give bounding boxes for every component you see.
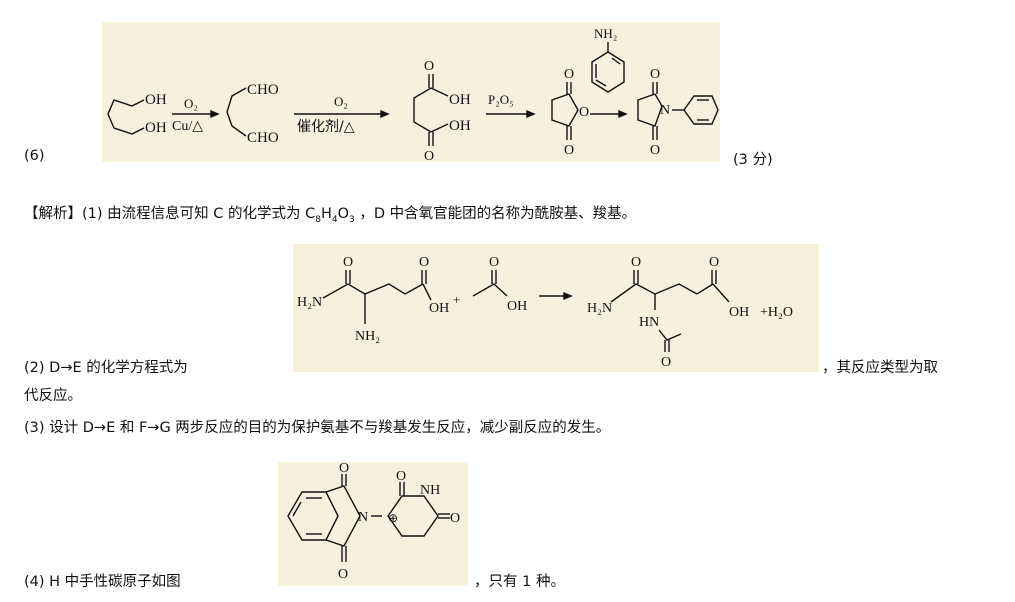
acid-oh-1: OH xyxy=(449,92,471,108)
eq-plus-1: + xyxy=(453,292,460,307)
eq-l-o2: O xyxy=(419,255,429,270)
analysis-line-3: (3) 设计 D→E 和 F→G 两步反应的目的为保护氨基不与羧基发生反应，减少… xyxy=(24,420,611,436)
eq-r-o1: O xyxy=(631,255,641,270)
imide-ring xyxy=(637,93,663,127)
dialdehyde-skeleton xyxy=(226,87,247,137)
eq-l-chain2 xyxy=(364,283,424,295)
aniline-ring xyxy=(591,51,625,93)
arrow-4-head xyxy=(618,109,628,119)
anhydride-o-bottom: O xyxy=(564,143,574,158)
imide-n: N xyxy=(660,103,670,118)
h-piperidine-ring xyxy=(387,495,439,537)
h-benzo-ring xyxy=(287,491,339,541)
eq-r-hn: HN xyxy=(639,315,659,330)
h-chiral-mark: ⊕ xyxy=(388,511,398,525)
arrow-1-head xyxy=(210,109,220,119)
arrow-3-above: P₂O₅ xyxy=(488,92,514,107)
d-to-e-equation: O H₂N O OH NH₂ + O OH O H₂N O OH +H₂O HN… xyxy=(297,255,793,370)
diol-skeleton xyxy=(107,99,145,135)
anhydride-ring xyxy=(551,93,579,127)
eq-l-oh: OH xyxy=(429,301,449,316)
h-imide-ring xyxy=(325,485,361,547)
acid-o-top: O xyxy=(424,59,434,74)
analysis-2-cont: 代反应。 xyxy=(24,388,82,404)
eq-l-h2n: H₂N xyxy=(297,295,322,310)
synthesis-scheme-panel: OH OH O₂ Cu/△ CHO CHO O₂ 催化剂/△ O OH OH O… xyxy=(102,22,720,164)
arrow-2-head xyxy=(380,109,390,119)
analysis-1-suffix: ，D 中含氧官能团的名称为酰胺基、羧基。 xyxy=(359,206,637,222)
h-o-ring-top: O xyxy=(396,469,406,484)
analysis-1-prefix: 【解析】(1) 由流程信息可知 C 的化学式为 xyxy=(24,206,301,222)
arrow-2-below: 催化剂/△ xyxy=(297,119,355,135)
aniline-nh2: NH₂ xyxy=(594,26,617,41)
h-nh: NH xyxy=(420,483,440,498)
diol-oh-1: OH xyxy=(145,92,167,108)
eq-l-o1: O xyxy=(343,255,353,270)
analysis-4-suffix: ，只有 1 种。 xyxy=(474,574,565,590)
imide-o-bottom: O xyxy=(650,143,660,158)
phenyl-ring xyxy=(683,95,719,125)
item6-score: (3 分) xyxy=(733,152,773,168)
h-molecule: O O N ⊕ O NH O xyxy=(287,461,460,582)
arrow-1-above: O₂ xyxy=(184,96,198,111)
anhydride-o-top: O xyxy=(564,67,574,82)
equation-panel: O H₂N O OH NH₂ + O OH O H₂N O OH +H₂O HN… xyxy=(293,244,819,372)
arrow-3-head xyxy=(526,109,536,119)
eq-arrow-head xyxy=(563,291,573,301)
h-n-imide: N xyxy=(358,510,368,525)
eq-r-o2: O xyxy=(709,255,719,270)
eq-r-chain xyxy=(610,283,714,303)
h-o-right: O xyxy=(450,511,460,526)
imide-o-top: O xyxy=(650,67,660,82)
h-o-bottom: O xyxy=(338,567,348,582)
formula-c8h4o3: C8H4O3 xyxy=(305,206,355,225)
diol-oh-2: OH xyxy=(145,120,167,136)
analysis-4-prefix: (4) H 中手性碳原子如图 xyxy=(24,574,181,590)
eq-l-chain1 xyxy=(322,283,366,310)
h-o-top: O xyxy=(339,462,349,476)
synthesis-scheme: OH OH O₂ Cu/△ CHO CHO O₂ 催化剂/△ O OH OH O… xyxy=(107,26,719,164)
acid-o-bottom: O xyxy=(424,149,434,162)
dialdehyde-cho-2: CHO xyxy=(247,130,279,146)
acid-skeleton xyxy=(413,87,432,133)
item6-label: (6) xyxy=(24,148,45,164)
anhydride-o-ring: O xyxy=(579,105,589,120)
eq-r-water: +H₂O xyxy=(760,305,793,320)
analysis-2-suffix: ，其反应类型为取 xyxy=(822,360,938,376)
arrow-2-above: O₂ xyxy=(334,94,348,109)
arrow-1-below: Cu/△ xyxy=(172,119,203,134)
eq-r-o3: O xyxy=(661,355,671,370)
dialdehyde-cho-1: CHO xyxy=(247,82,279,98)
eq-aa-oh: OH xyxy=(507,299,527,314)
eq-r-acetyl xyxy=(658,329,682,341)
analysis-2-prefix: (2) D→E 的化学方程式为 xyxy=(24,360,188,376)
eq-aa-chain xyxy=(472,283,508,297)
eq-r-h2n: H₂N xyxy=(587,301,612,316)
eq-r-oh: OH xyxy=(729,305,749,320)
h-molecule-panel: O O N ⊕ O NH O xyxy=(278,461,468,586)
eq-l-nh2: NH₂ xyxy=(355,329,380,344)
eq-aa-o: O xyxy=(489,255,499,270)
analysis-line-1: 【解析】(1) 由流程信息可知 C 的化学式为 C8H4O3 ，D 中含氧官能团… xyxy=(24,202,636,225)
acid-oh-2: OH xyxy=(449,118,471,134)
